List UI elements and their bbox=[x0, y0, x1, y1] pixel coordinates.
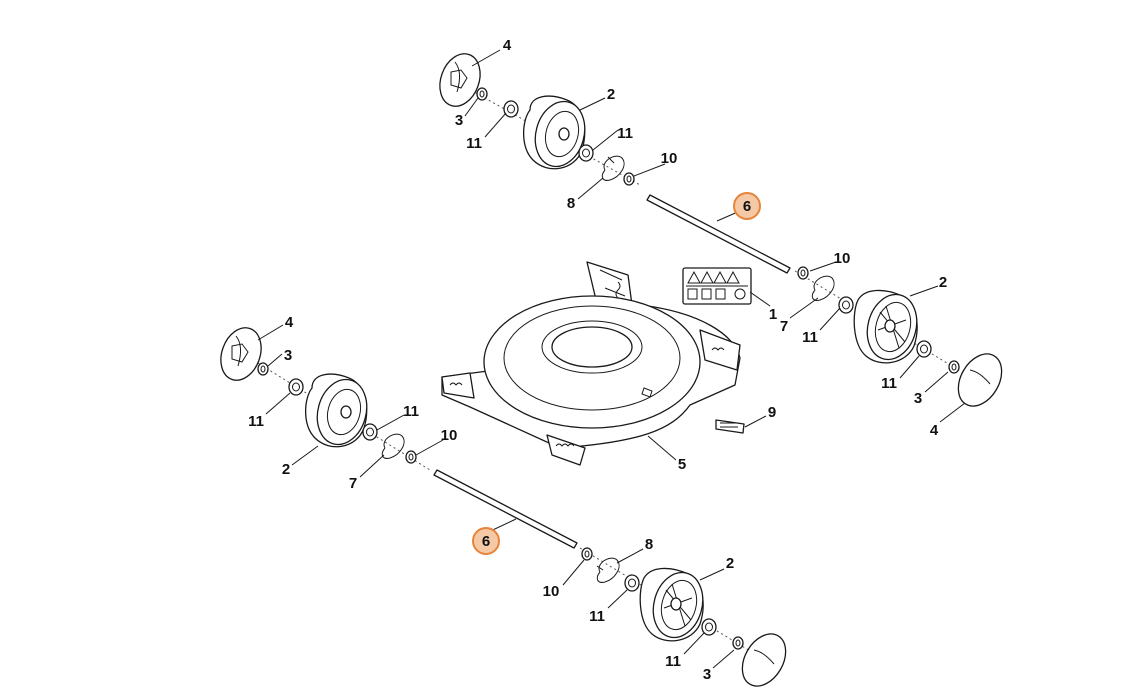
part-label-11: 11 bbox=[403, 403, 419, 420]
part-label-11: 11 bbox=[248, 413, 264, 430]
part-label-4: 4 bbox=[503, 37, 512, 54]
part-label-2: 2 bbox=[607, 86, 615, 103]
wheel-group-front-left bbox=[220, 327, 431, 471]
part-label-10: 10 bbox=[661, 150, 678, 167]
highlight-circle[interactable] bbox=[733, 192, 761, 220]
part-label-11: 11 bbox=[617, 125, 633, 142]
rear-axle bbox=[646, 194, 791, 274]
warning-label-sticker bbox=[682, 267, 752, 305]
part-number-labels: 4311211108102171111344311111027958210111… bbox=[248, 37, 947, 683]
highlighted-label-6[interactable]: 6 bbox=[733, 192, 761, 220]
part-label-4: 4 bbox=[930, 422, 939, 439]
part-label-10: 10 bbox=[834, 250, 851, 267]
part-label-10: 10 bbox=[441, 427, 458, 444]
part-label-11: 11 bbox=[665, 653, 681, 670]
highlight-circle[interactable] bbox=[472, 527, 500, 555]
part-label-3: 3 bbox=[914, 390, 922, 407]
part-label-8: 8 bbox=[645, 536, 653, 553]
part-label-4: 4 bbox=[285, 314, 294, 331]
part-label-9: 9 bbox=[768, 404, 776, 421]
highlighted-label-6[interactable]: 6 bbox=[472, 527, 500, 555]
wheel-group-rear-right bbox=[794, 266, 1003, 407]
part-label-3: 3 bbox=[703, 666, 711, 683]
part-label-2: 2 bbox=[726, 555, 734, 572]
part-label-2: 2 bbox=[939, 274, 947, 291]
front-axle bbox=[433, 469, 578, 549]
part-label-1: 1 bbox=[769, 306, 777, 323]
part-label-11: 11 bbox=[466, 135, 482, 152]
part-label-7: 7 bbox=[780, 318, 788, 335]
part-label-11: 11 bbox=[589, 608, 605, 625]
part-label-3: 3 bbox=[455, 112, 463, 129]
mower-deck bbox=[441, 261, 741, 466]
highlight-number: 6 bbox=[743, 198, 751, 215]
leader-lines bbox=[257, 49, 966, 669]
part-label-3: 3 bbox=[284, 347, 292, 364]
part-label-7: 7 bbox=[349, 475, 357, 492]
part-label-10: 10 bbox=[543, 583, 560, 600]
highlighted-part-labels[interactable]: 66 bbox=[472, 192, 761, 555]
part-label-2: 2 bbox=[282, 461, 290, 478]
wheel-group-rear-left bbox=[439, 53, 641, 186]
part-label-11: 11 bbox=[802, 329, 818, 346]
part-label-8: 8 bbox=[567, 195, 575, 212]
label-tag bbox=[715, 419, 745, 434]
highlight-number: 6 bbox=[482, 533, 490, 550]
part-label-5: 5 bbox=[678, 456, 686, 473]
wheel-group-front-right bbox=[579, 547, 787, 687]
part-label-11: 11 bbox=[881, 375, 897, 392]
